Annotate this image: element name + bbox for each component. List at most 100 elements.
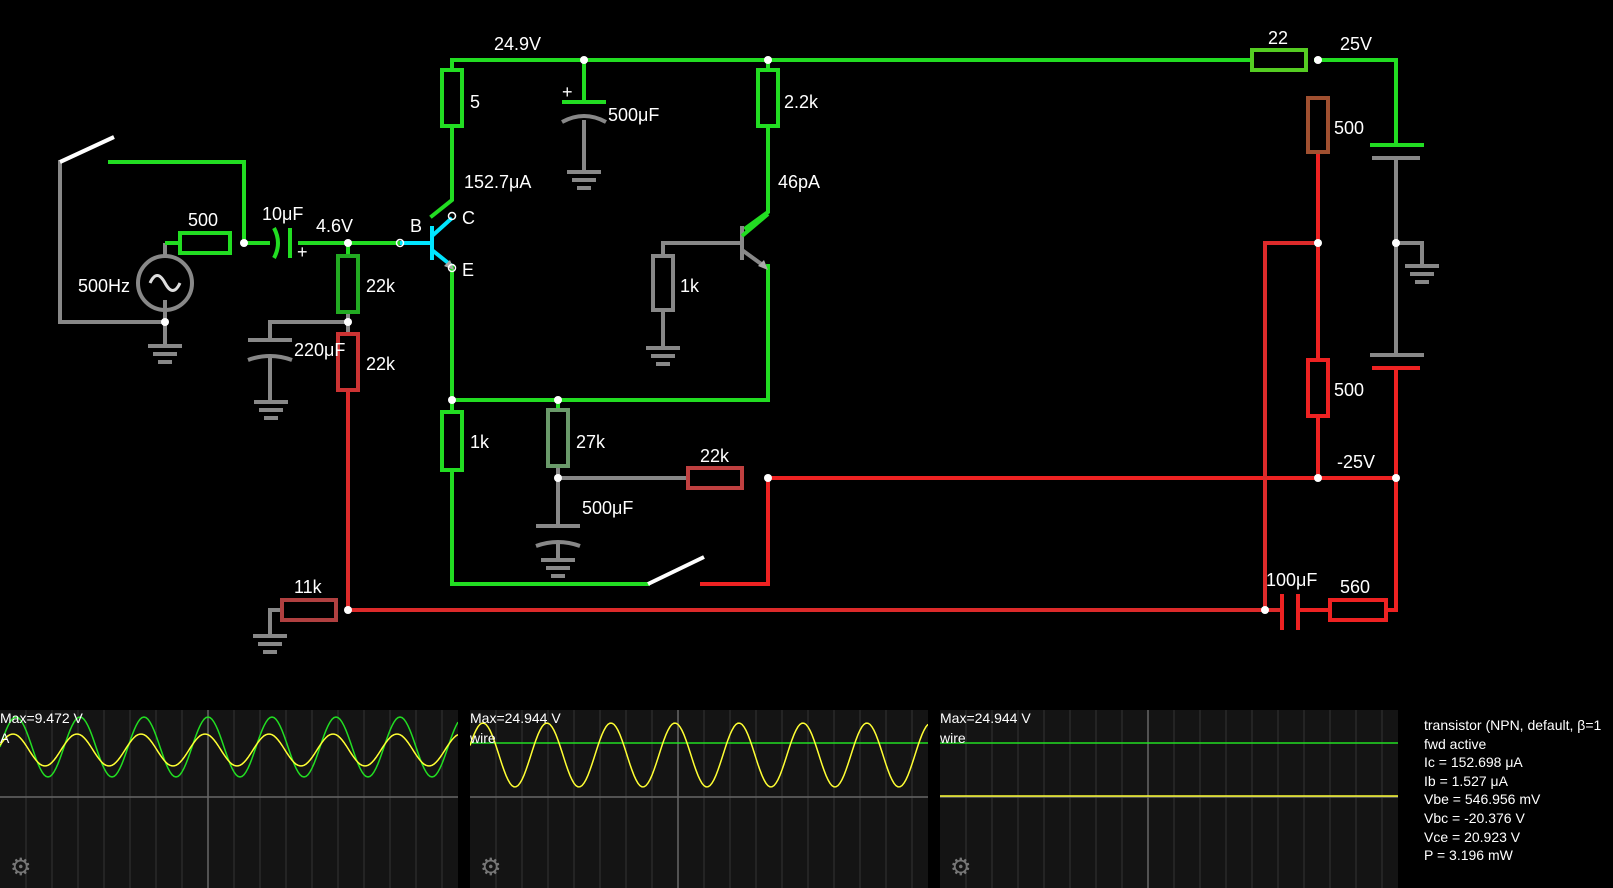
label-pin-e: E xyxy=(462,260,474,280)
wire-neg-switch[interactable] xyxy=(700,476,770,586)
label-r5: 5 xyxy=(470,92,480,112)
label-c-bias: 220μF xyxy=(294,340,345,360)
label-r500-src: 500 xyxy=(188,210,218,230)
transistor-info-panel: transistor (NPN, default, β=1 fwd active… xyxy=(1424,716,1613,865)
gear-icon[interactable]: ⚙ xyxy=(480,854,502,881)
info-line-p: P = 3.196 mW xyxy=(1424,847,1513,864)
resistor-27k[interactable] xyxy=(546,408,570,468)
label-plus-c-in: + xyxy=(297,242,308,262)
resistor-11k[interactable] xyxy=(280,598,338,622)
resistor-22k-right[interactable] xyxy=(686,466,744,490)
scope-1-plot xyxy=(0,710,458,888)
switch-input[interactable] xyxy=(59,135,115,164)
label-c-out: 100μF xyxy=(1266,570,1317,590)
resistor-1k-emitter[interactable] xyxy=(440,410,464,472)
resistor-22k-bottom[interactable] xyxy=(336,332,360,392)
label-pin-b: B xyxy=(410,216,422,236)
wire-q1-emitter[interactable] xyxy=(450,264,650,586)
capacitor-500uf-top[interactable] xyxy=(561,114,607,124)
scope-3[interactable]: Max=24.944 V wire ⚙ xyxy=(940,710,1398,888)
label-r1k-q2: 1k xyxy=(680,276,700,296)
label-r560: 560 xyxy=(1340,577,1370,597)
transistor-q2[interactable] xyxy=(740,212,770,270)
info-line-vbc: Vbc = -20.376 V xyxy=(1424,809,1525,826)
label-source: 500Hz xyxy=(78,276,130,296)
gear-icon[interactable]: ⚙ xyxy=(10,854,32,881)
wire-bottom[interactable] xyxy=(346,388,1282,612)
info-line-title: transistor (NPN, default, β=1 xyxy=(1424,717,1602,733)
label-base-node: 4.6V xyxy=(316,216,353,236)
resistor-1k-q2[interactable] xyxy=(651,254,675,312)
wire-src-return[interactable] xyxy=(58,160,167,324)
wire-fb[interactable] xyxy=(1263,241,1320,612)
ground-q2-base xyxy=(646,346,680,366)
label-c-top: 500μF xyxy=(608,105,659,125)
label-supply-neg: -25V xyxy=(1337,452,1375,472)
resistor-560[interactable] xyxy=(1328,598,1388,622)
scope-1-trace-green xyxy=(0,716,458,778)
scope-3-name: wire xyxy=(940,730,966,746)
resistor-22[interactable] xyxy=(1250,48,1308,72)
info-line-state: fwd active xyxy=(1424,735,1487,752)
switch-bottom[interactable] xyxy=(647,555,705,586)
scope-1-name: A xyxy=(0,730,10,746)
scope-1-max: Max=9.472 V xyxy=(0,710,83,726)
label-r500-bottom: 500 xyxy=(1334,380,1364,400)
label-r22: 22 xyxy=(1268,28,1288,48)
label-q2-current: 46pA xyxy=(778,172,820,192)
scope-2-name: wire xyxy=(470,730,496,746)
ground-11k xyxy=(253,634,287,654)
label-r22k-right: 22k xyxy=(700,446,730,466)
scope-1-trace-yellow xyxy=(0,733,458,767)
capacitor-100uf[interactable] xyxy=(1280,594,1300,630)
transistor-q1[interactable] xyxy=(400,216,454,270)
label-r2-2k: 2.2k xyxy=(784,92,819,112)
scope-2-plot xyxy=(470,710,928,888)
scope-3-plot xyxy=(940,710,1398,888)
label-r500-top: 500 xyxy=(1334,118,1364,138)
wire-supply-pos[interactable] xyxy=(1314,58,1398,147)
label-r22k-bottom: 22k xyxy=(366,354,396,374)
wire-q2-emitter[interactable] xyxy=(450,264,770,402)
ac-source[interactable] xyxy=(136,241,194,312)
info-line-ib: Ib = 1.527 μA xyxy=(1424,772,1508,789)
label-r11k: 11k xyxy=(294,577,323,597)
info-line-ic: Ic = 152.698 μA xyxy=(1424,754,1523,771)
wire-11k[interactable] xyxy=(268,608,284,638)
capacitor-220uf[interactable] xyxy=(247,338,293,362)
circuit-canvas[interactable]: 24.9V 25V -25V 4.6V 152.7μA 46pA 500Hz 5… xyxy=(0,0,1613,700)
ground-220uf xyxy=(254,400,288,420)
scope-2[interactable]: Max=24.944 V wire ⚙ xyxy=(470,710,928,888)
label-r27k: 27k xyxy=(576,432,606,452)
info-line-vbe: Vbe = 546.956 mV xyxy=(1424,791,1541,808)
capacitor-10uf[interactable] xyxy=(272,227,292,259)
label-q1-current: 152.7μA xyxy=(464,172,531,192)
resistor-2-2k[interactable] xyxy=(756,68,780,128)
wire-supply-neg[interactable] xyxy=(1384,368,1398,612)
ground-top-cap xyxy=(567,170,601,190)
resistor-500-src[interactable] xyxy=(178,231,232,255)
capacitor-500uf-mid[interactable] xyxy=(535,524,581,548)
wire-top-cap[interactable] xyxy=(562,58,606,104)
label-r1k-emitter: 1k xyxy=(470,432,490,452)
wire-q2-base[interactable] xyxy=(661,241,744,350)
scope-1[interactable]: Max=9.472 V A ⚙ xyxy=(0,710,458,888)
wire-batt[interactable] xyxy=(1394,156,1424,357)
wire-switch-left[interactable] xyxy=(108,160,246,245)
resistor-500-bottom[interactable] xyxy=(1306,358,1330,418)
label-top-rail: 24.9V xyxy=(494,34,541,54)
info-line-vce: Vce = 20.923 V xyxy=(1424,828,1521,845)
resistor-22k-top[interactable] xyxy=(336,254,360,314)
ground-battery xyxy=(1405,264,1439,284)
ground-source xyxy=(148,344,182,364)
label-c-mid: 500μF xyxy=(582,498,633,518)
scope-2-max: Max=24.944 V xyxy=(470,710,561,726)
gear-icon[interactable]: ⚙ xyxy=(950,854,972,881)
resistor-500-top[interactable] xyxy=(1306,96,1330,154)
scope-3-max: Max=24.944 V xyxy=(940,710,1031,726)
scope-2-trace-yellow xyxy=(470,722,928,788)
label-c-in: 10μF xyxy=(262,204,303,224)
resistor-5[interactable] xyxy=(440,68,464,128)
ground-mid-cap xyxy=(541,558,575,578)
label-plus-top-cap: + xyxy=(562,82,573,102)
